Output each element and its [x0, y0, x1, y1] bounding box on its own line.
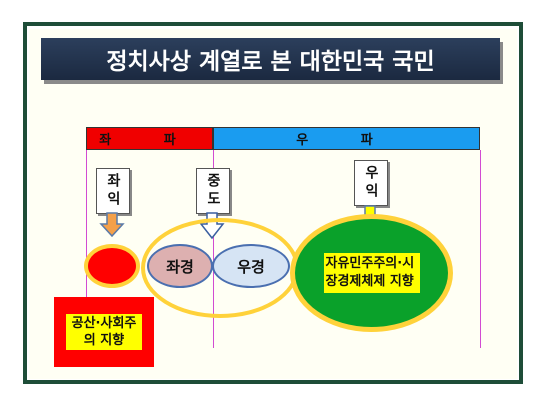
tag-left-wing: 좌익	[96, 168, 130, 214]
slide-title: 정치사상 계열로 본 대한민국 국민	[41, 38, 500, 80]
free-market-ellipse: 자유민주주의·시장경제체제 지향	[290, 214, 453, 332]
right-leaning-ellipse: 우경	[212, 244, 290, 288]
left-wing-band: 좌 파	[86, 127, 213, 150]
left-leaning-ellipse: 좌경	[147, 244, 213, 288]
right-wing-band: 우 파	[213, 127, 480, 150]
divider-line-left	[86, 150, 87, 348]
divider-line-right	[480, 150, 481, 348]
communism-label: 공산·사회주의 지향	[66, 314, 142, 350]
far-left-circle	[84, 244, 140, 288]
free-market-label: 자유민주주의·시장경제체제 지향	[323, 253, 420, 293]
tag-right-wing: 우익	[354, 160, 388, 206]
arrow-down-icon	[99, 212, 125, 238]
communism-box: 공산·사회주의 지향	[54, 297, 154, 367]
